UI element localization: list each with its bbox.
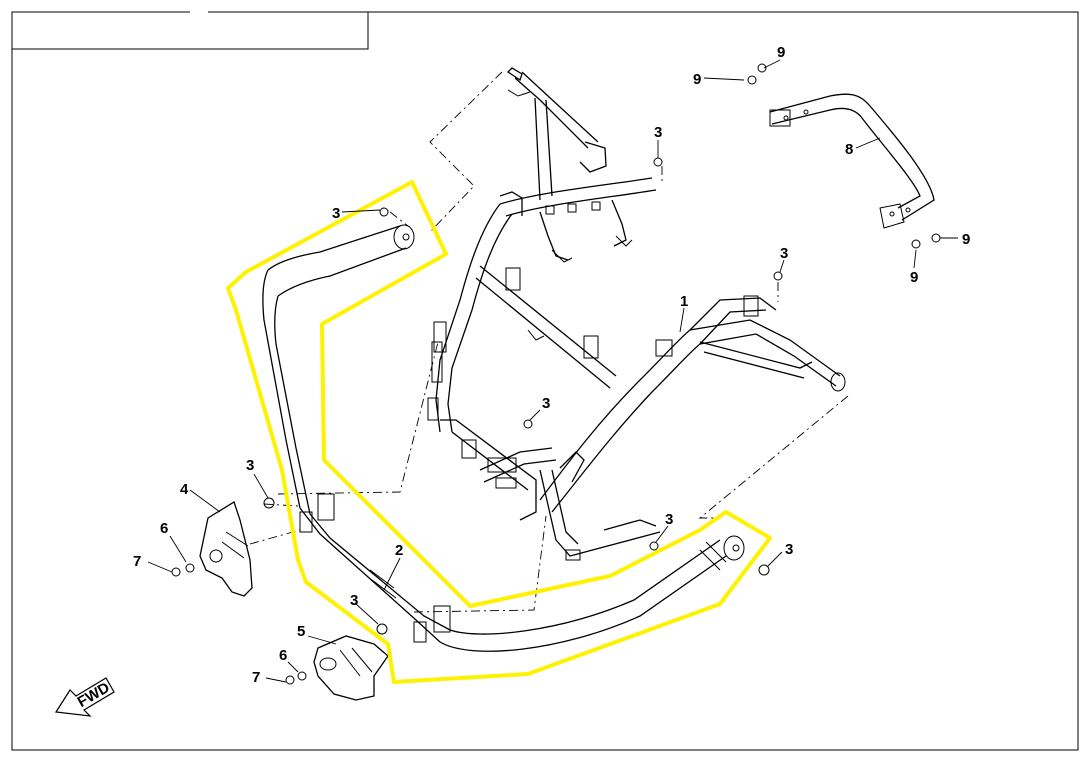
main-frame xyxy=(427,67,846,561)
callout-9-b: 9 xyxy=(777,44,785,61)
callout-6-b: 6 xyxy=(279,647,287,664)
callouts: 1 2 3 3 3 3 3 3 3 3 4 5 6 6 7 7 8 9 9 9 … xyxy=(133,44,970,686)
callout-4: 4 xyxy=(180,481,189,498)
callout-8: 8 xyxy=(845,141,853,158)
callout-3-g: 3 xyxy=(785,541,793,558)
diagram-frame xyxy=(11,11,1079,751)
rear-handle xyxy=(769,93,935,229)
callout-3-c: 3 xyxy=(780,245,788,262)
callout-9-a: 9 xyxy=(693,71,701,88)
callout-2: 2 xyxy=(395,542,403,559)
callout-9-d: 9 xyxy=(910,269,918,286)
callout-5: 5 xyxy=(297,623,305,640)
callout-3-b: 3 xyxy=(654,124,662,141)
left-side-cover xyxy=(199,501,253,597)
callout-3-e: 3 xyxy=(246,457,254,474)
callout-7-a: 7 xyxy=(133,553,141,570)
callout-9-c: 9 xyxy=(962,231,970,248)
assembly-lines xyxy=(249,71,849,613)
callout-3-a: 3 xyxy=(332,205,340,222)
front-bumper-tube xyxy=(262,224,745,652)
bolts xyxy=(171,63,941,685)
fwd-arrow-icon: FWD xyxy=(54,677,115,717)
callout-6-a: 6 xyxy=(160,520,168,537)
callout-3-h: 3 xyxy=(350,592,358,609)
leader-lines xyxy=(147,59,958,683)
callout-1: 1 xyxy=(680,293,688,310)
right-side-cover xyxy=(313,635,389,701)
title-box xyxy=(11,9,369,50)
callout-3-f: 3 xyxy=(665,511,673,528)
highlight-outline xyxy=(226,180,772,684)
callout-3-d: 3 xyxy=(542,395,550,412)
callout-7-b: 7 xyxy=(252,669,260,686)
